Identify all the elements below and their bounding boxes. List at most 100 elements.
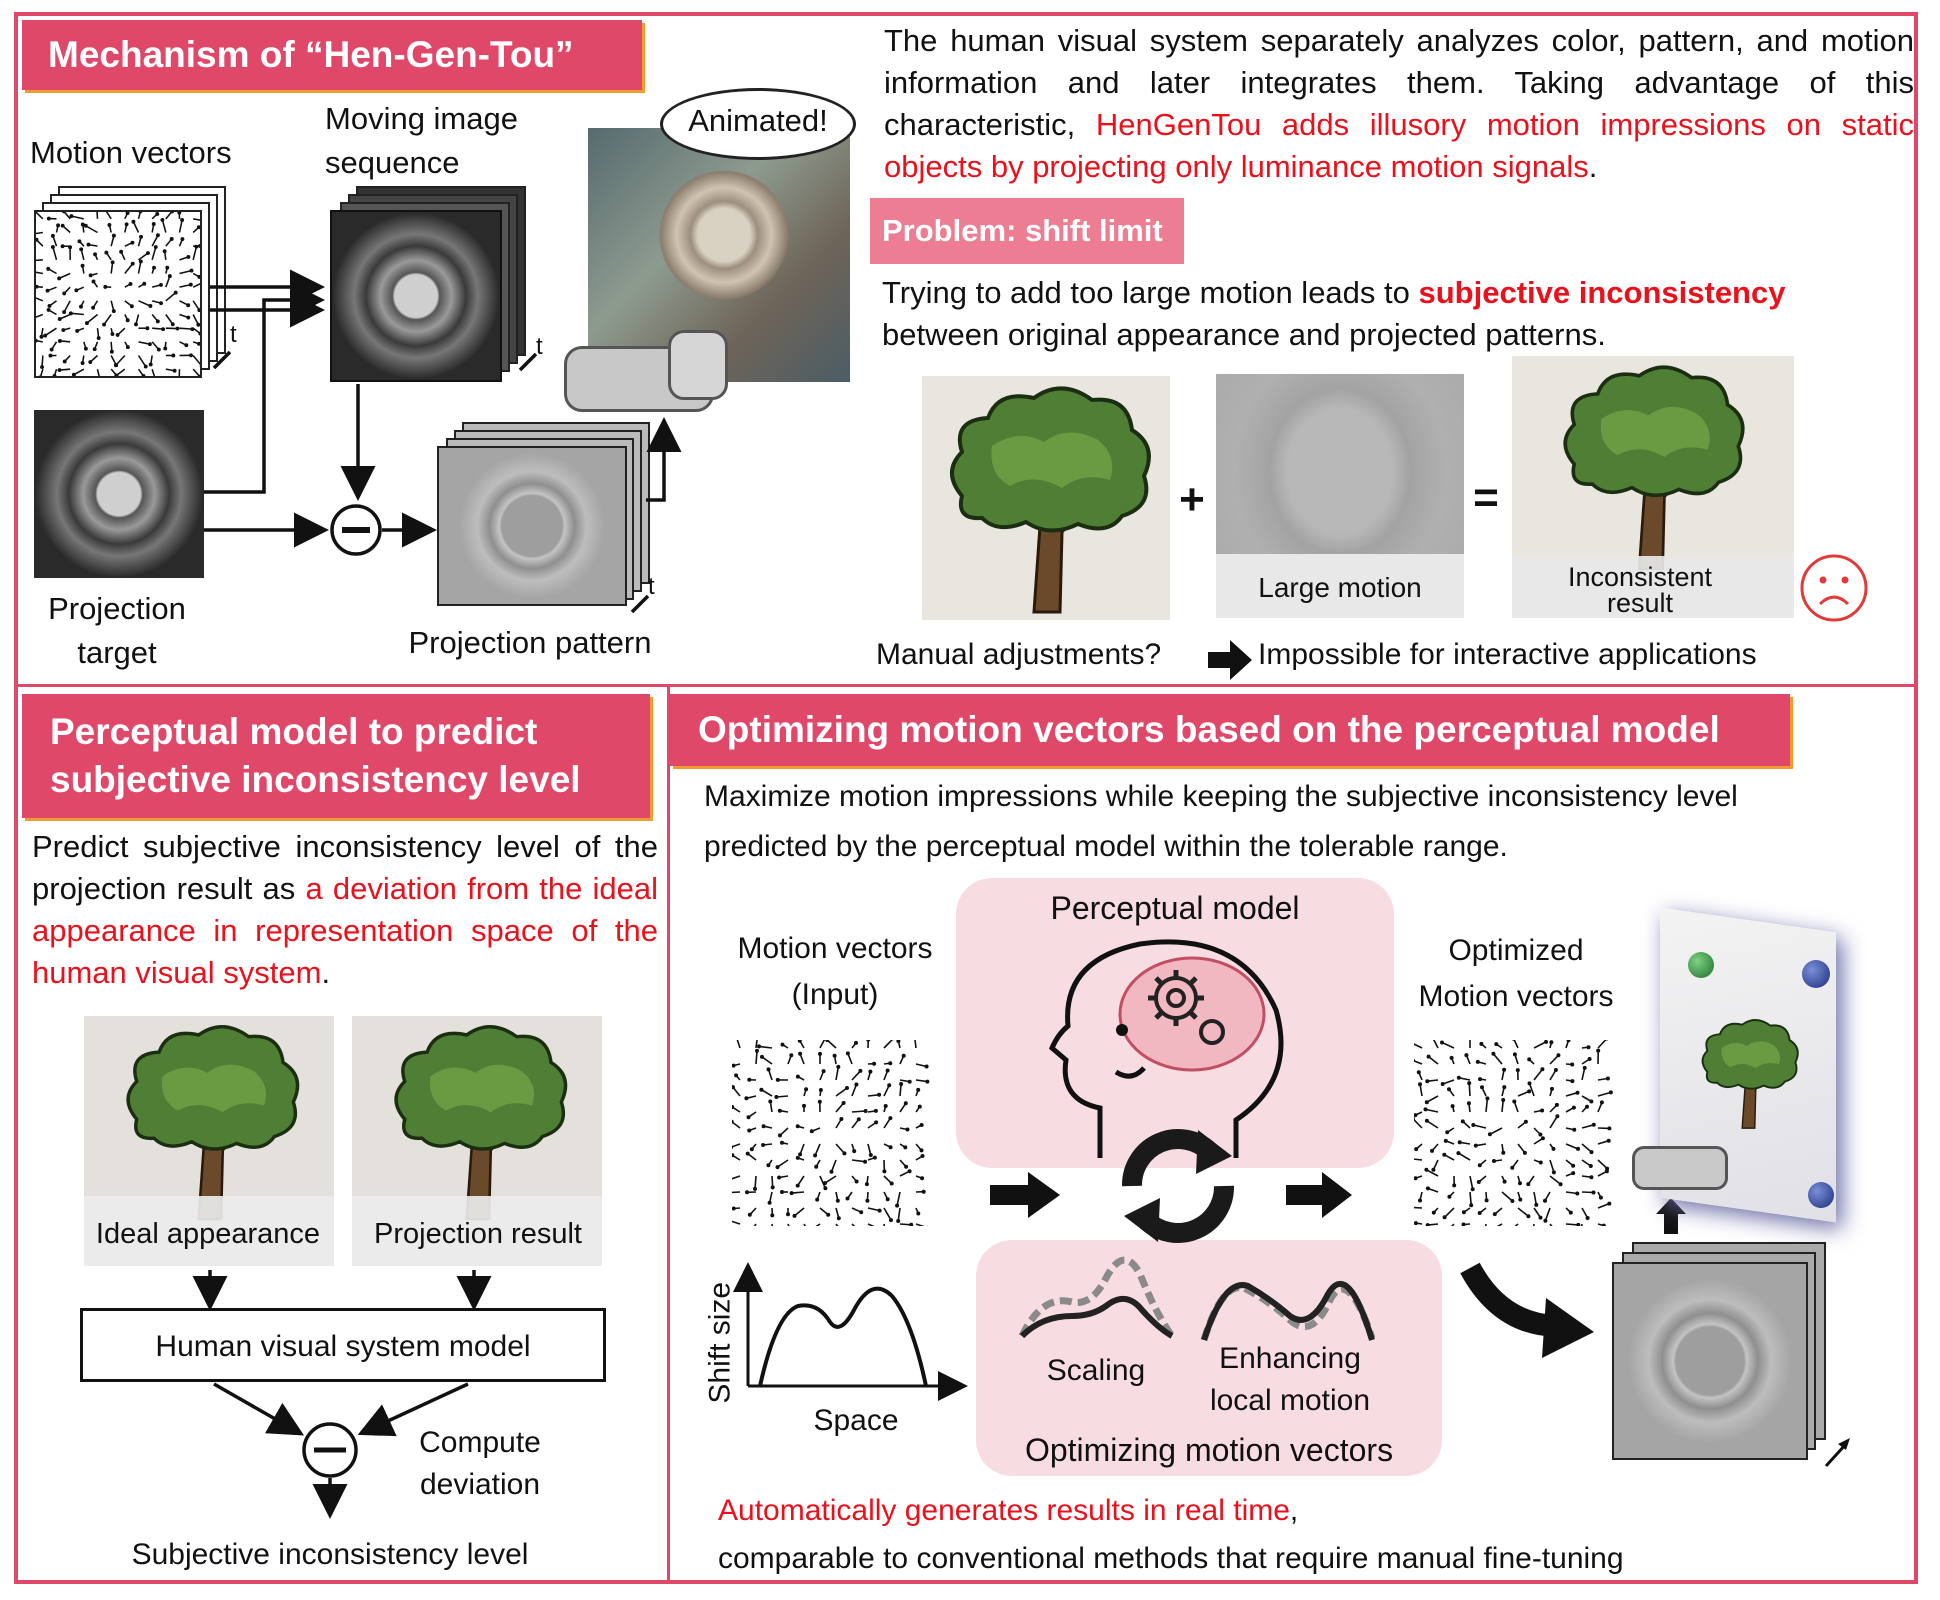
intro-text-end: .: [1588, 149, 1598, 184]
mechanism-title: Mechanism of “Hen-Gen-Tou”: [22, 20, 642, 90]
optimizing-mv-label: Optimizing motion vectors: [1024, 1432, 1394, 1468]
optimized-tree-illustration: [1701, 1019, 1799, 1129]
projection-result-tree-illustration: [394, 1025, 568, 1221]
animated-label: Animated!: [688, 103, 828, 138]
impossible-label: Impossible for interactive applications: [1258, 638, 1757, 671]
compute-deviation-label-2: deviation: [419, 1468, 541, 1501]
scaling-curves: [1018, 1256, 1175, 1339]
section-divider-vertical: [667, 684, 670, 1584]
manual-adjustments-label: Manual adjustments?: [876, 638, 1162, 671]
equals-sign: =: [1473, 473, 1499, 522]
shift-size-graph: [733, 1262, 968, 1401]
flow-arrow-right-icon-2: [1286, 1172, 1352, 1218]
right-arrow-icon: [1208, 640, 1252, 680]
problem-paragraph: Trying to add too large motion leads to …: [882, 272, 1892, 356]
animated-speech-bubble: [660, 88, 856, 160]
perceptual-model-label: Perceptual model: [1050, 890, 1300, 926]
shift-size-label: Shift size: [703, 1281, 737, 1404]
projection-target-label-2: target: [77, 635, 157, 670]
perceptual-title-line-1: Perceptual model to predict: [50, 711, 538, 752]
inconsistent-label-2: result: [1606, 588, 1674, 618]
optimizing-panel: [976, 1240, 1442, 1476]
projection-target-label-1: Projection: [48, 591, 186, 626]
motion-vectors-label: Motion vectors: [30, 135, 232, 170]
projection-result-caption-bg: [352, 1196, 602, 1266]
optimized-mv-label-2: Motion vectors: [1418, 980, 1614, 1013]
hvs-model-box: [80, 1308, 606, 1382]
curved-arrow-icon: [1460, 1262, 1594, 1358]
tree-illustration: [950, 386, 1151, 614]
inconsistent-label-1: Inconsistent: [1567, 562, 1713, 592]
optimized-pattern-image: [1612, 1262, 1808, 1460]
scaling-label: Scaling: [1046, 1354, 1146, 1387]
perceptual-desc-red: a deviation from the ideal appearance in…: [32, 871, 658, 990]
optimizing-desc-line-1: Maximize motion impressions while keepin…: [704, 780, 1738, 813]
t-label-2: t: [536, 333, 543, 360]
inconsistency-level-label: Subjective inconsistency level: [131, 1538, 529, 1571]
sad-face-icon: [1800, 554, 1868, 622]
perceptual-description: Predict subjective inconsistency level o…: [32, 826, 658, 994]
plus-sign: +: [1179, 475, 1205, 524]
small-projector: [1632, 1146, 1728, 1190]
projection-target-image: [34, 410, 204, 578]
enhancing-label-1: Enhancing: [1219, 1342, 1361, 1375]
perceptual-flow-connectors: [192, 1270, 492, 1519]
optimized-motion-vector-field: [1414, 1040, 1613, 1226]
moving-image-label-1: Moving image: [325, 101, 518, 136]
t-label-3: t: [648, 573, 655, 600]
large-motion-caption-bg: [1216, 554, 1464, 618]
t-label-1: t: [230, 321, 237, 348]
perceptual-desc-end: .: [321, 955, 331, 990]
perceptual-model-title: Perceptual model to predict subjective i…: [22, 694, 650, 818]
enhancing-label-2: local motion: [1209, 1384, 1371, 1417]
projection-pattern-label: Projection pattern: [408, 625, 652, 660]
magnet-blue-bottom: [1808, 1182, 1834, 1208]
problem-title: Problem: shift limit: [870, 198, 1184, 264]
inconsistent-caption-bg: [1512, 556, 1794, 618]
hvs-model-label: Human visual system model: [155, 1330, 531, 1363]
moving-image-sequence: [330, 210, 502, 382]
magnet-green: [1688, 952, 1714, 978]
auto-generates-comma: ,: [1289, 1494, 1299, 1527]
problem-text-2: between original appearance and projecte…: [882, 317, 1606, 352]
optimized-mv-label-1: Optimized: [1448, 934, 1584, 967]
section-divider-horizontal: [14, 684, 1918, 687]
magnet-blue-top: [1802, 960, 1830, 988]
ideal-appearance-label: Ideal appearance: [95, 1218, 321, 1250]
projector-lens: [668, 330, 728, 400]
optimizing-title: Optimizing motion vectors based on the p…: [670, 694, 1790, 766]
projection-pattern-image: [437, 446, 627, 606]
mv-input-label-2: (Input): [791, 978, 879, 1011]
inconsistent-tree-illustration: [1563, 365, 1745, 571]
ideal-caption-bg: [84, 1196, 334, 1266]
problem-text-red: subjective inconsistency: [1418, 275, 1786, 310]
problem-text-1: Trying to add too large motion leads to: [882, 275, 1419, 310]
enhancing-curves: [1200, 1280, 1376, 1342]
perceptual-desc-1: Predict subjective inconsistency level o…: [32, 829, 658, 906]
perceptual-title-line-2: subjective inconsistency level: [50, 759, 581, 800]
motion-vector-field: [34, 210, 202, 378]
intro-text-1: The human visual system separately analy…: [884, 23, 1914, 142]
t-axis-arrow: [1824, 1438, 1850, 1468]
projection-result-label: Projection result: [374, 1218, 582, 1250]
up-arrow-icon: [1656, 1198, 1686, 1234]
intro-text-red: HenGenTou adds illusory motion impressio…: [884, 107, 1915, 184]
flow-arrow-right-icon: [990, 1172, 1060, 1218]
comparable-line: comparable to conventional methods that …: [718, 1542, 1624, 1575]
auto-generates-red: Automatically generates results in real …: [718, 1494, 1290, 1527]
intro-paragraph: The human visual system separately analy…: [884, 20, 1914, 188]
outer-frame: [14, 12, 1918, 1584]
mechanism-connectors: [204, 269, 682, 614]
large-motion-label: Large motion: [1258, 572, 1422, 603]
optimizing-desc-line-2: predicted by the perceptual model within…: [704, 830, 1508, 863]
animated-statue: [650, 160, 798, 310]
auto-generates-line: Automatically generates results in real …: [718, 1494, 1298, 1528]
input-motion-vector-field: [732, 1040, 930, 1226]
mv-input-label-1: Motion vectors: [737, 932, 933, 965]
compute-deviation-label-1: Compute: [419, 1426, 541, 1459]
ideal-tree-illustration: [126, 1025, 300, 1221]
moving-image-label-2: sequence: [325, 145, 460, 180]
cycle-arrows-icon: [1121, 1129, 1235, 1243]
space-label: Space: [813, 1404, 899, 1437]
head-gear-icon: [1048, 939, 1284, 1158]
